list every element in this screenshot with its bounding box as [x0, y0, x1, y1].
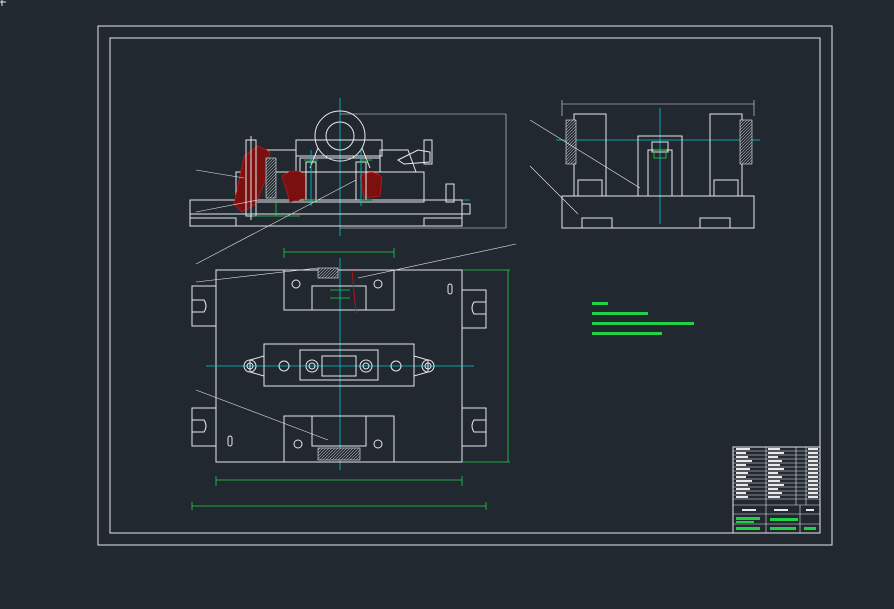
origin-marker — [0, 0, 6, 6]
sheet-outer-border — [97, 25, 833, 546]
title-block — [732, 446, 821, 534]
plan-view — [191, 243, 517, 510]
sheet-inner-border — [109, 37, 821, 534]
front-elevation-view — [189, 98, 507, 265]
technical-requirements-notes — [592, 302, 694, 335]
side-elevation-view — [529, 100, 760, 229]
